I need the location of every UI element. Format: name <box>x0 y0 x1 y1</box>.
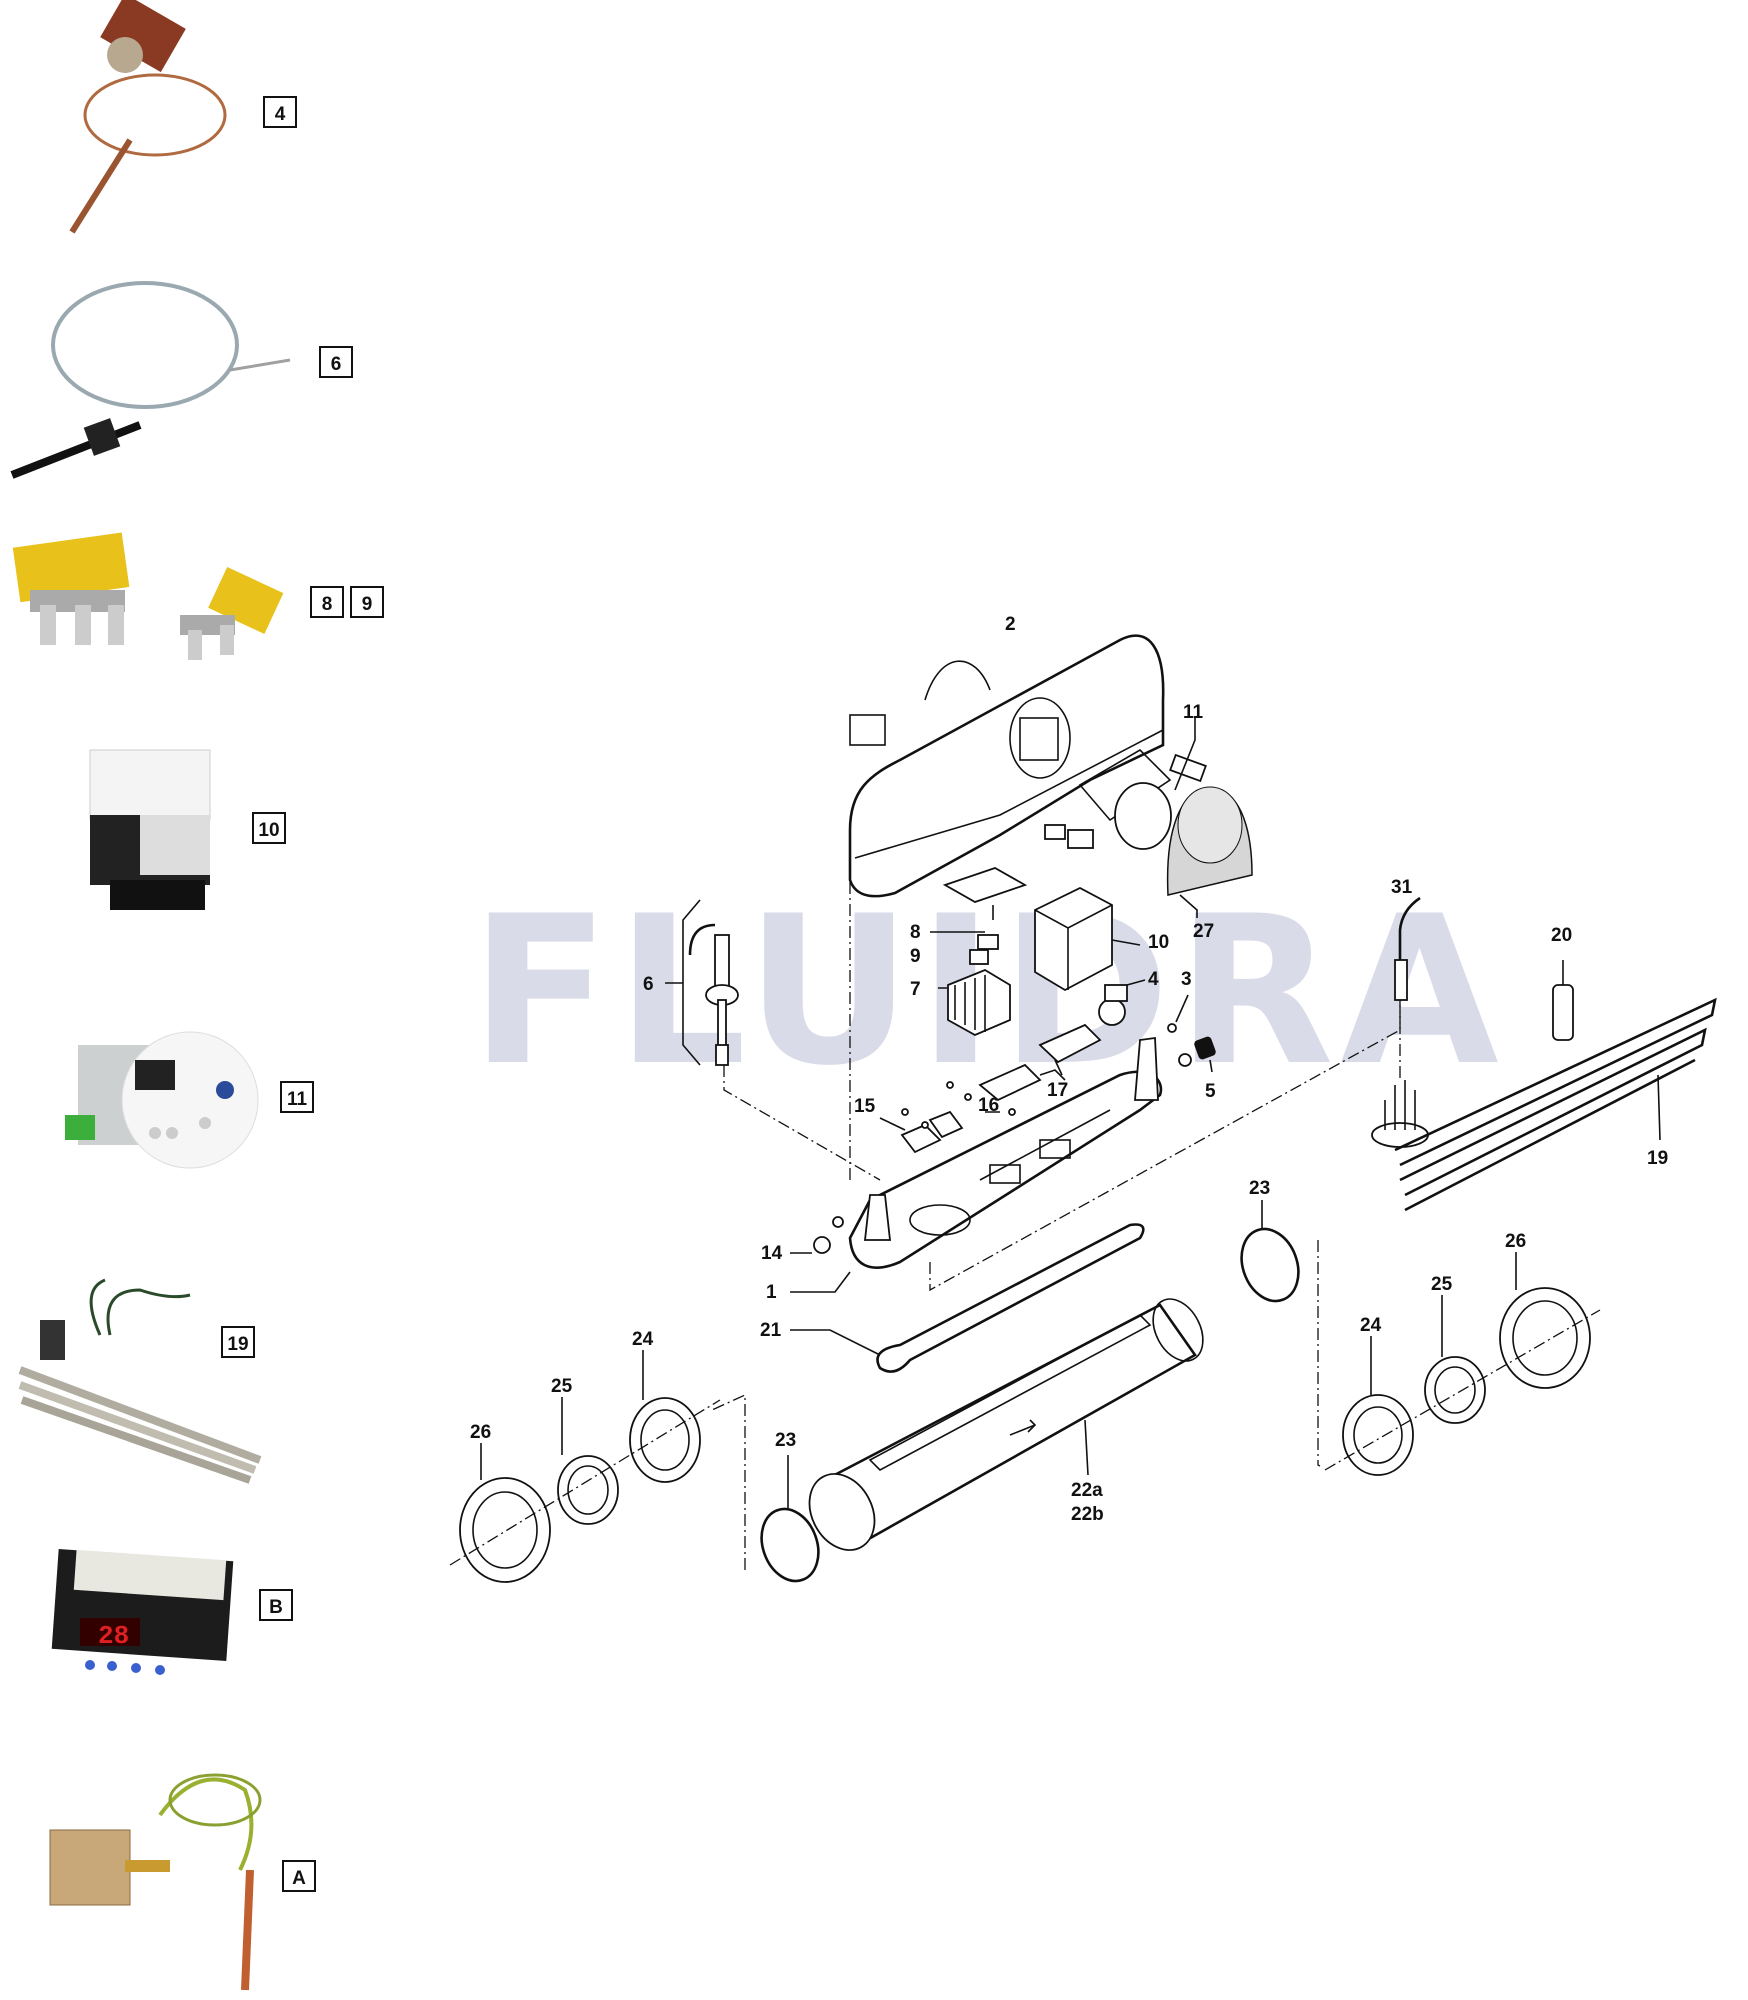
photo-label: 8 <box>322 594 333 615</box>
callout-22a: 22a <box>1071 1480 1103 1501</box>
photo-label: 19 <box>227 1334 248 1355</box>
callout-24-right: 24 <box>1360 1315 1382 1336</box>
callout-24-left: 24 <box>632 1329 654 1350</box>
part-union-left <box>449 1350 721 1583</box>
photo-label: 6 <box>331 354 342 375</box>
photo-label: 11 <box>287 1089 308 1110</box>
part-window <box>1166 786 1253 918</box>
callout-9: 9 <box>910 946 921 967</box>
callout-1: 1 <box>766 1282 777 1303</box>
photo-thermostat-A: A <box>49 1773 316 1991</box>
photo-label: 9 <box>362 594 373 615</box>
callout-16: 16 <box>978 1095 999 1116</box>
callout-22b: 22b <box>1071 1504 1104 1525</box>
photo-controller-11: 11 <box>65 1031 314 1169</box>
photo-thermostat-4: 4 <box>69 0 297 234</box>
callout-25-left: 25 <box>551 1376 573 1397</box>
callout-17: 17 <box>1047 1080 1068 1101</box>
part-base <box>790 990 1401 1293</box>
callout-20: 20 <box>1551 925 1572 946</box>
callout-3: 3 <box>1181 969 1192 990</box>
part-controller <box>1044 718 1207 850</box>
callout-5: 5 <box>1205 1081 1216 1102</box>
callout-23-left: 23 <box>775 1430 796 1451</box>
part-flow-switch <box>665 899 881 1181</box>
part-terminal-block <box>930 867 1028 1037</box>
photo-contactor-10: 10 <box>89 749 286 910</box>
callout-4: 4 <box>1148 969 1159 990</box>
callout-23-right: 23 <box>1249 1178 1270 1199</box>
callout-8: 8 <box>910 922 921 943</box>
part-tube <box>808 1298 1204 1551</box>
photo-cable-6: 6 <box>10 281 353 479</box>
part-contactor <box>1034 886 1141 992</box>
callout-25-right: 25 <box>1431 1274 1453 1295</box>
part-cover <box>848 634 1165 1180</box>
callout-19: 19 <box>1647 1148 1668 1169</box>
photo-label: 10 <box>258 820 279 841</box>
callout-26-left: 26 <box>470 1422 491 1443</box>
svg-text:28: 28 <box>98 1621 129 1651</box>
callout-21: 21 <box>760 1320 782 1341</box>
part-din-rails <box>879 1023 1102 1154</box>
part-union-right <box>1324 1252 1601 1476</box>
callout-labels: 2 11 27 31 20 10 8 9 7 6 4 3 5 17 16 15 … <box>470 614 1668 1525</box>
part-clip <box>1552 960 1574 1041</box>
callout-11: 11 <box>1183 702 1204 723</box>
callout-15: 15 <box>854 1096 876 1117</box>
part-gasket <box>790 1223 1145 1373</box>
callout-31: 31 <box>1391 877 1413 898</box>
photo-label: B <box>269 1597 283 1618</box>
photo-label: A <box>292 1868 306 1889</box>
part-sensor <box>1394 896 1421 1080</box>
callout-10: 10 <box>1148 932 1169 953</box>
photo-label: 4 <box>275 104 286 125</box>
part-o-ring <box>711 1200 1321 1583</box>
photo-display-B: 28 B <box>51 1549 293 1675</box>
callout-6: 6 <box>643 974 654 995</box>
part-thermostat <box>1098 979 1216 1073</box>
callout-7: 7 <box>910 979 921 1000</box>
callout-27: 27 <box>1193 921 1214 942</box>
photo-heater-19: 19 <box>18 1278 262 1484</box>
callout-2: 2 <box>1005 614 1016 635</box>
callout-14: 14 <box>761 1243 783 1264</box>
part-heating-element <box>1371 997 1717 1212</box>
photo-bridges-8-9: 8 9 <box>12 532 384 660</box>
callout-26-right: 26 <box>1505 1231 1526 1252</box>
